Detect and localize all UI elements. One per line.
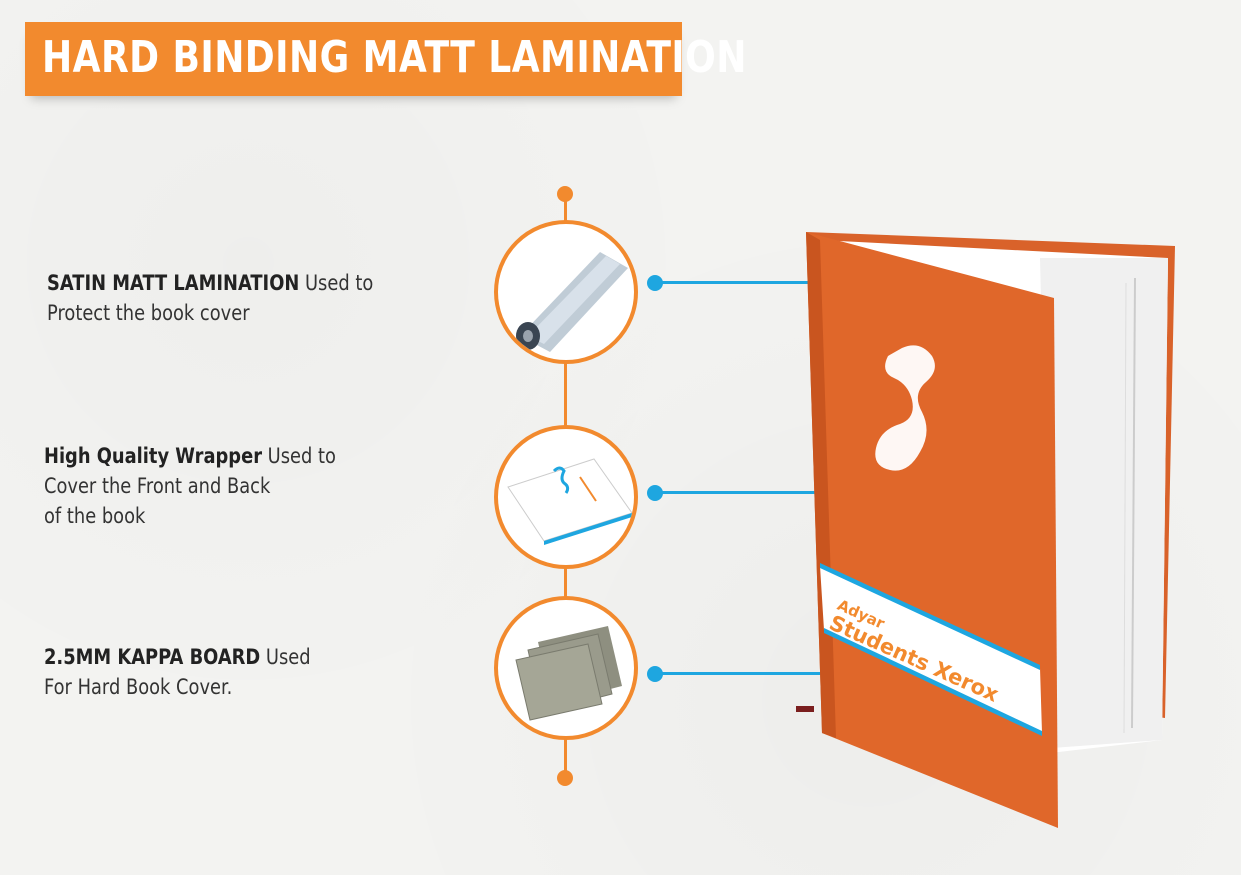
feature-wrapper-text: Used to [261,444,336,468]
lamination-roll-thumbnail [494,220,638,364]
page-title: HARD BINDING MATT LAMINATION [42,32,747,83]
lamination-roll-icon [516,252,628,352]
feature-wrapper-line3: of the book [44,504,146,528]
connector-line-2 [655,491,888,494]
hardbound-book-image: Adyar Students Xerox [790,228,1185,828]
kappa-board-icon [515,626,622,721]
connector-line-1 [655,281,810,284]
feature-board: 2.5MM KAPPA BOARD Used For Hard Book Cov… [44,642,311,702]
book-illustration [796,232,1175,828]
feature-lamination: SATIN MATT LAMINATION Used to Protect th… [47,268,373,328]
feature-board-text: Used [260,645,311,669]
kappa-board-thumbnail [494,596,638,740]
wrapper-icon [507,458,633,545]
title-banner: HARD BINDING MATT LAMINATION [25,22,746,96]
feature-board-line2: For Hard Book Cover. [44,675,233,699]
feature-wrapper-line2: Cover the Front and Back [44,474,271,498]
timeline-top-dot [557,186,573,202]
feature-wrapper: High Quality Wrapper Used to Cover the F… [44,441,336,531]
feature-lamination-title: SATIN MATT LAMINATION [47,271,300,295]
feature-lamination-line2: Protect the book cover [47,301,250,325]
feature-wrapper-title: High Quality Wrapper [44,444,262,468]
feature-lamination-text: Used to [299,271,374,295]
feature-board-title: 2.5MM KAPPA BOARD [44,645,261,669]
timeline-bottom-dot [557,770,573,786]
wrapper-thumbnail [494,425,638,569]
